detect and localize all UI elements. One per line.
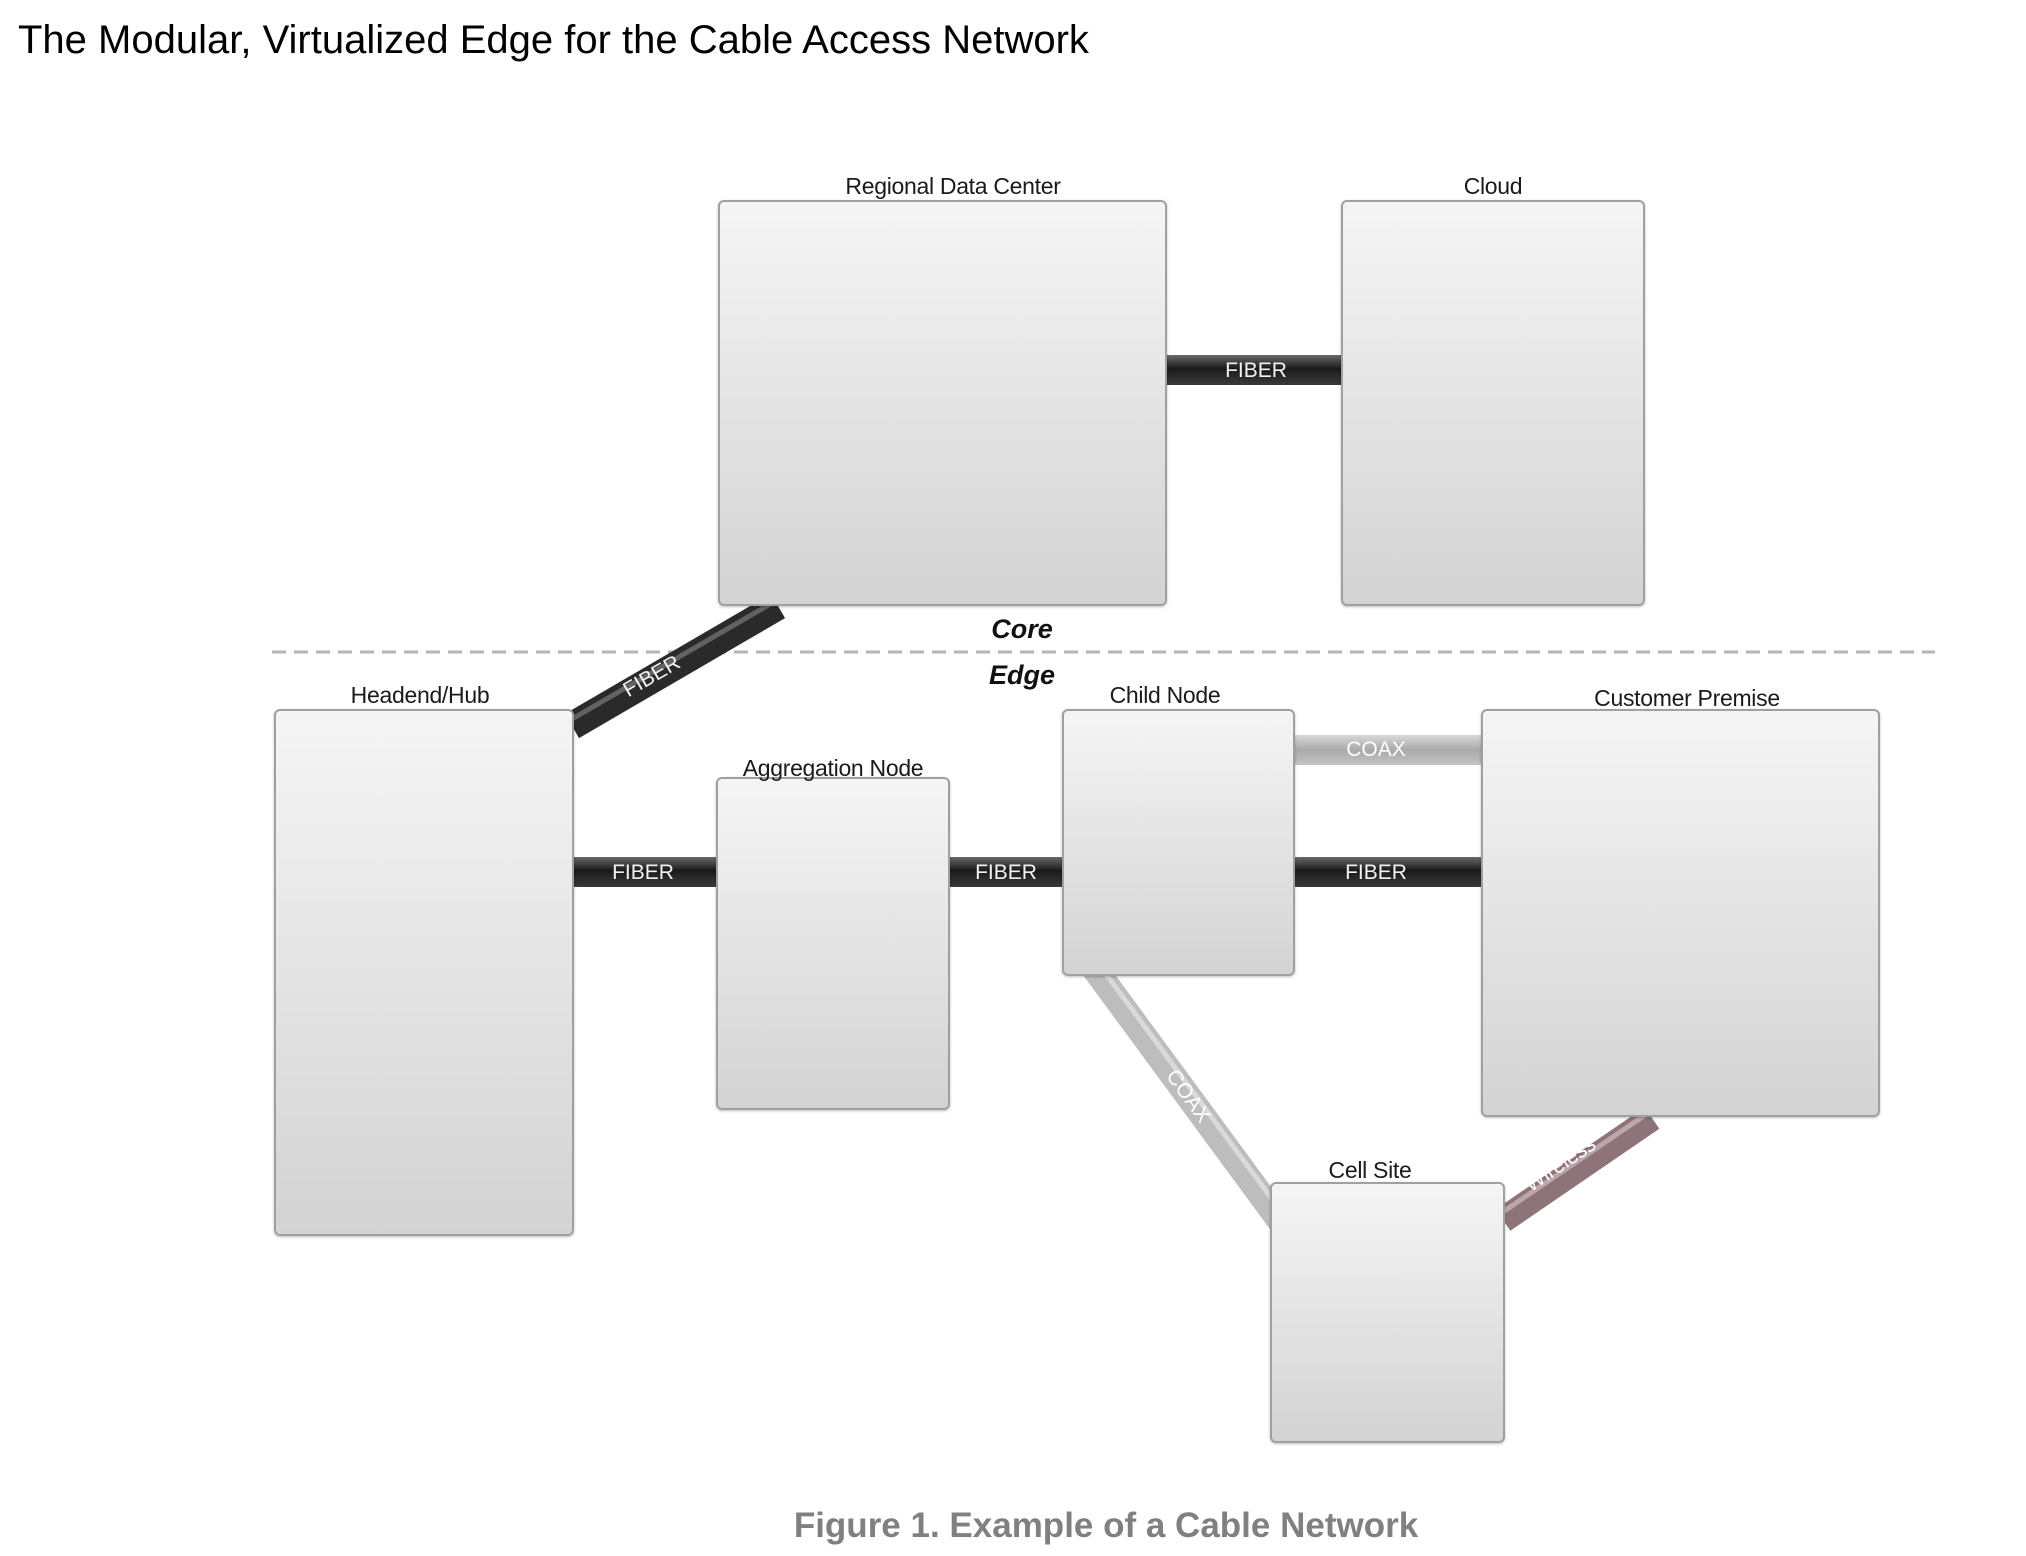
node-aggregation-label: Aggregation Node <box>743 755 924 781</box>
edge-zone-label: Edge <box>989 660 1055 690</box>
node-customer-premise-label: Customer Premise <box>1594 685 1780 711</box>
core-zone-label: Core <box>991 614 1053 644</box>
node-customer-premise: Customer Premise <box>1481 685 1880 1117</box>
link-rdc-cloud-label: FIBER <box>1225 359 1287 382</box>
node-cloud-label: Cloud <box>1464 173 1523 199</box>
link-hub-rdc: FIBER <box>564 593 786 739</box>
link-agg-child-label: FIBER <box>975 861 1037 884</box>
link-child-cp-fiber-label: FIBER <box>1345 861 1407 884</box>
node-regional-data-center-label: Regional Data Center <box>845 173 1061 199</box>
figure-caption: Figure 1. Example of a Cable Network <box>794 1506 1419 1545</box>
node-child: Child Node <box>1062 682 1295 976</box>
link-agg-child: FIBER <box>948 857 1064 887</box>
link-hub-agg: FIBER <box>571 857 717 887</box>
node-regional-data-center: Regional Data Center <box>718 173 1167 606</box>
link-hub-agg-label: FIBER <box>612 861 674 884</box>
link-child-cp-coax-label: COAX <box>1346 738 1406 761</box>
node-cell-site-label: Cell Site <box>1329 1157 1412 1183</box>
node-headend-hub: Headend/Hub <box>274 682 574 1236</box>
link-cell-cp: Wireless <box>1495 1107 1660 1231</box>
link-child-cp-fiber: FIBER <box>1293 857 1483 887</box>
node-headend-hub-label: Headend/Hub <box>351 682 490 708</box>
link-rdc-cloud: FIBER <box>1165 355 1343 385</box>
link-child-cp-coax: COAX <box>1293 735 1483 765</box>
node-cell-site: Cell Site <box>1270 1157 1505 1443</box>
page-title: The Modular, Virtualized Edge for the Ca… <box>18 18 1089 62</box>
link-child-cell: COAX <box>1083 960 1294 1233</box>
node-aggregation: Aggregation Node <box>716 755 950 1110</box>
node-child-label: Child Node <box>1110 682 1221 708</box>
node-cloud: Cloud <box>1341 173 1645 606</box>
